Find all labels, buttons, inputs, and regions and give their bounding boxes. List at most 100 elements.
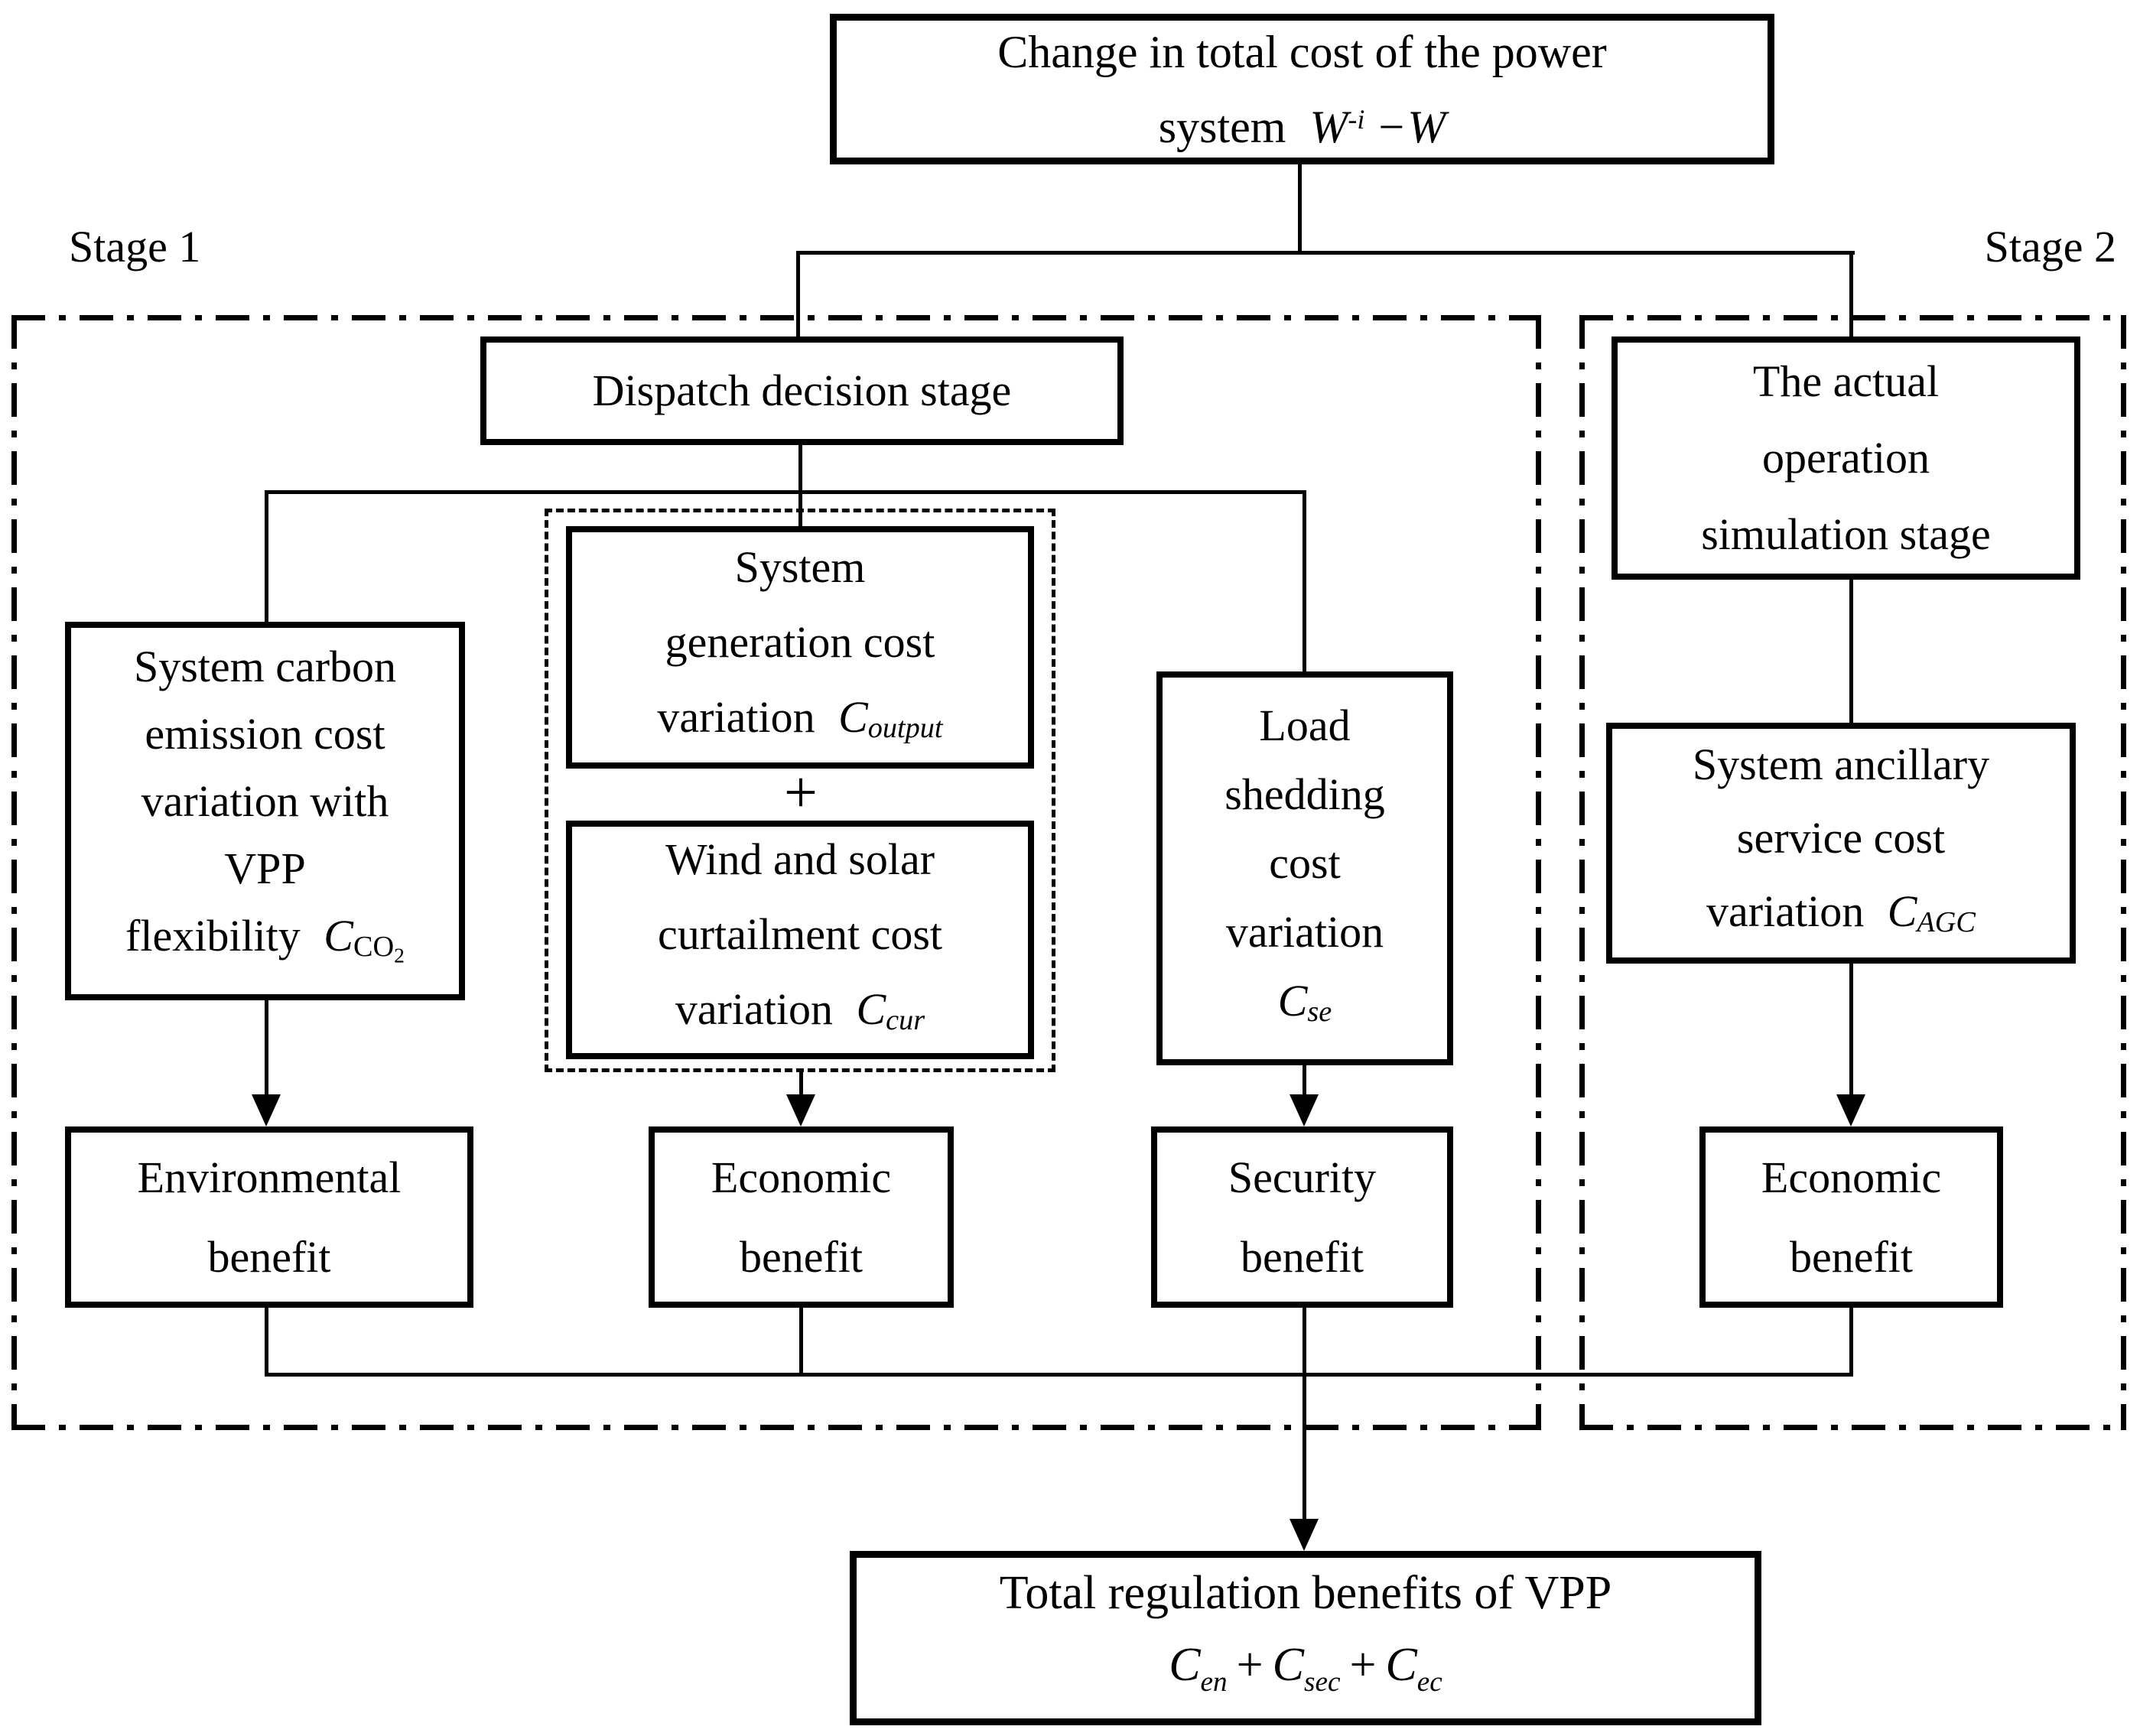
carbon-line4: VPP xyxy=(224,843,306,893)
carbon-emission-cost-box: System carbon emission cost variation wi… xyxy=(65,622,465,1000)
plus-operator-2: + xyxy=(1349,1639,1377,1692)
stage1-border-top xyxy=(11,315,1541,320)
w-delta-formula: W-i−W xyxy=(1309,102,1446,152)
connector-branch2-horizontal xyxy=(266,490,1306,494)
output-cost-base: C xyxy=(838,691,868,742)
curtailment-cost-box: Wind and solar curtailment cost variatio… xyxy=(566,821,1034,1059)
arrow-collector-to-total-line xyxy=(1303,1306,1306,1520)
actual-operation-simulation-box: The actual operation simulation stage xyxy=(1612,336,2080,580)
load-line2: shedding xyxy=(1224,769,1385,819)
arrow-ancillary-to-economic2-line xyxy=(1849,962,1853,1099)
generation-line3: variation Coutput xyxy=(657,680,942,766)
connector-top-to-branch1 xyxy=(1298,163,1302,252)
ancillary-line1: System ancillary xyxy=(1692,739,1990,789)
carbon-line1: System carbon xyxy=(133,641,397,691)
w-minus-i-base: W xyxy=(1309,101,1348,152)
security-benefit-line2: benefit xyxy=(1240,1231,1364,1282)
economic-benefit1-line1: Economic xyxy=(711,1152,892,1202)
arrow-gengroup-to-economic1-line xyxy=(799,1071,803,1099)
load-line5: Cse xyxy=(1278,967,1332,1046)
se-subscript: se xyxy=(1307,995,1332,1028)
dispatch-decision-stage-box: Dispatch decision stage xyxy=(480,336,1124,445)
cec-base: C xyxy=(1385,1639,1417,1692)
co2-subscript: CO2 xyxy=(353,931,405,967)
w-superscript: -i xyxy=(1348,103,1365,135)
change-total-cost-line1: Change in total cost of the power xyxy=(997,26,1607,77)
economic-benefit2-line1: Economic xyxy=(1761,1152,1942,1202)
arrow-load-to-security-line xyxy=(1303,1064,1306,1099)
stage2-border-right xyxy=(2121,315,2126,1430)
environmental-benefit-line1: Environmental xyxy=(137,1152,402,1202)
cur-cost-formula: Ccur xyxy=(856,984,925,1036)
minus-operator: − xyxy=(1378,101,1405,152)
total-benefits-formula: Cen+Csec+Cec xyxy=(1169,1629,1442,1718)
csec-subscript: sec xyxy=(1303,1666,1341,1699)
connector-branch2-to-carbon xyxy=(265,490,268,625)
curtailment-line3-prefix: variation xyxy=(675,984,833,1035)
stage2-border-bottom xyxy=(1579,1425,2126,1430)
stage1-container xyxy=(11,315,1541,1430)
arrow-load-to-security-head xyxy=(1290,1094,1319,1126)
total-formula: Cen+Csec+Cec xyxy=(1169,1639,1442,1698)
actual-operation-line3: simulation stage xyxy=(1701,509,1991,559)
ancillary-line3-prefix: variation xyxy=(1706,886,1865,936)
stage2-label: Stage 2 xyxy=(1984,222,2116,271)
collector-economic2-drop xyxy=(1849,1306,1853,1377)
total-benefits-line1: Total regulation benefits of VPP xyxy=(999,1567,1612,1620)
economic-benefit-box-stage2: Economic benefit xyxy=(1699,1126,2003,1308)
change-total-cost-box: Change in total cost of the power system… xyxy=(830,14,1774,164)
connector-branch2-to-load xyxy=(1303,490,1306,674)
generation-line1: System xyxy=(734,541,866,592)
load-line1: Load xyxy=(1259,700,1351,750)
collector-environmental-drop xyxy=(265,1306,268,1377)
se-cost-base: C xyxy=(1277,975,1308,1026)
output-cost-formula: Coutput xyxy=(838,691,942,744)
carbon-line3: variation with xyxy=(141,775,389,826)
dispatch-decision-stage-label: Dispatch decision stage xyxy=(592,366,1012,415)
actual-operation-line2: operation xyxy=(1761,433,1930,483)
security-benefit-line1: Security xyxy=(1228,1152,1377,1202)
environmental-benefit-box: Environmental benefit xyxy=(65,1126,473,1308)
ancillary-line3: variation CAGC xyxy=(1706,875,1976,959)
connector-dispatch-to-gen-group xyxy=(798,444,802,529)
carbon-line5-prefix: flexibility xyxy=(125,910,301,961)
change-total-cost-line2-prefix: system xyxy=(1158,101,1286,152)
carbon-line2: emission cost xyxy=(145,708,385,759)
arrow-ancillary-to-economic2-head xyxy=(1836,1094,1865,1126)
total-regulation-benefits-box: Total regulation benefits of VPP Cen+Cse… xyxy=(850,1551,1761,1725)
ancillary-service-cost-box: System ancillary service cost variation … xyxy=(1606,723,2076,964)
economic-benefit-box-stage1: Economic benefit xyxy=(649,1126,954,1308)
stage1-border-right xyxy=(1536,315,1541,1430)
generation-cost-box: System generation cost variation Coutput xyxy=(566,526,1034,769)
stage1-label: Stage 1 xyxy=(69,222,201,271)
stage1-border-bottom xyxy=(11,1425,1541,1430)
stage1-border-left xyxy=(11,315,17,1430)
plus-operator-1: + xyxy=(1236,1639,1264,1692)
load-shedding-cost-box: Load shedding cost variation Cse xyxy=(1156,671,1453,1065)
arrow-carbon-to-environmental-line xyxy=(265,999,268,1099)
ancillary-line2: service cost xyxy=(1736,812,1946,863)
security-benefit-box: Security benefit xyxy=(1151,1126,1453,1308)
carbon-line5: flexibility CCO2 xyxy=(125,902,405,989)
arrow-collector-to-total-head xyxy=(1290,1519,1319,1551)
generation-curtailment-group xyxy=(545,509,1055,1072)
curtailment-line1: Wind and solar xyxy=(665,834,935,885)
co2-cost-base: C xyxy=(324,910,353,961)
agc-subscript: AGC xyxy=(1917,905,1976,938)
arrow-carbon-to-environmental-head xyxy=(252,1094,281,1126)
agc-cost-base: C xyxy=(1887,886,1917,936)
arrow-gengroup-to-economic1-head xyxy=(786,1094,815,1126)
load-line3: cost xyxy=(1269,837,1341,888)
change-total-cost-line2: system W-i−W xyxy=(1159,86,1446,161)
collector-horizontal xyxy=(265,1373,1853,1377)
curtailment-line3: variation Ccur xyxy=(675,972,925,1058)
generation-line3-prefix: variation xyxy=(657,691,815,742)
connector-branch1-to-actual xyxy=(1849,251,1853,338)
co2-cost-formula: CCO2 xyxy=(324,910,405,967)
collector-economic1-drop xyxy=(799,1306,803,1377)
connector-branch1-to-dispatch xyxy=(796,251,800,338)
plus-operator: + xyxy=(784,759,818,825)
cur-subscript: cur xyxy=(886,1003,925,1036)
curtailment-line2: curtailment cost xyxy=(657,909,943,960)
